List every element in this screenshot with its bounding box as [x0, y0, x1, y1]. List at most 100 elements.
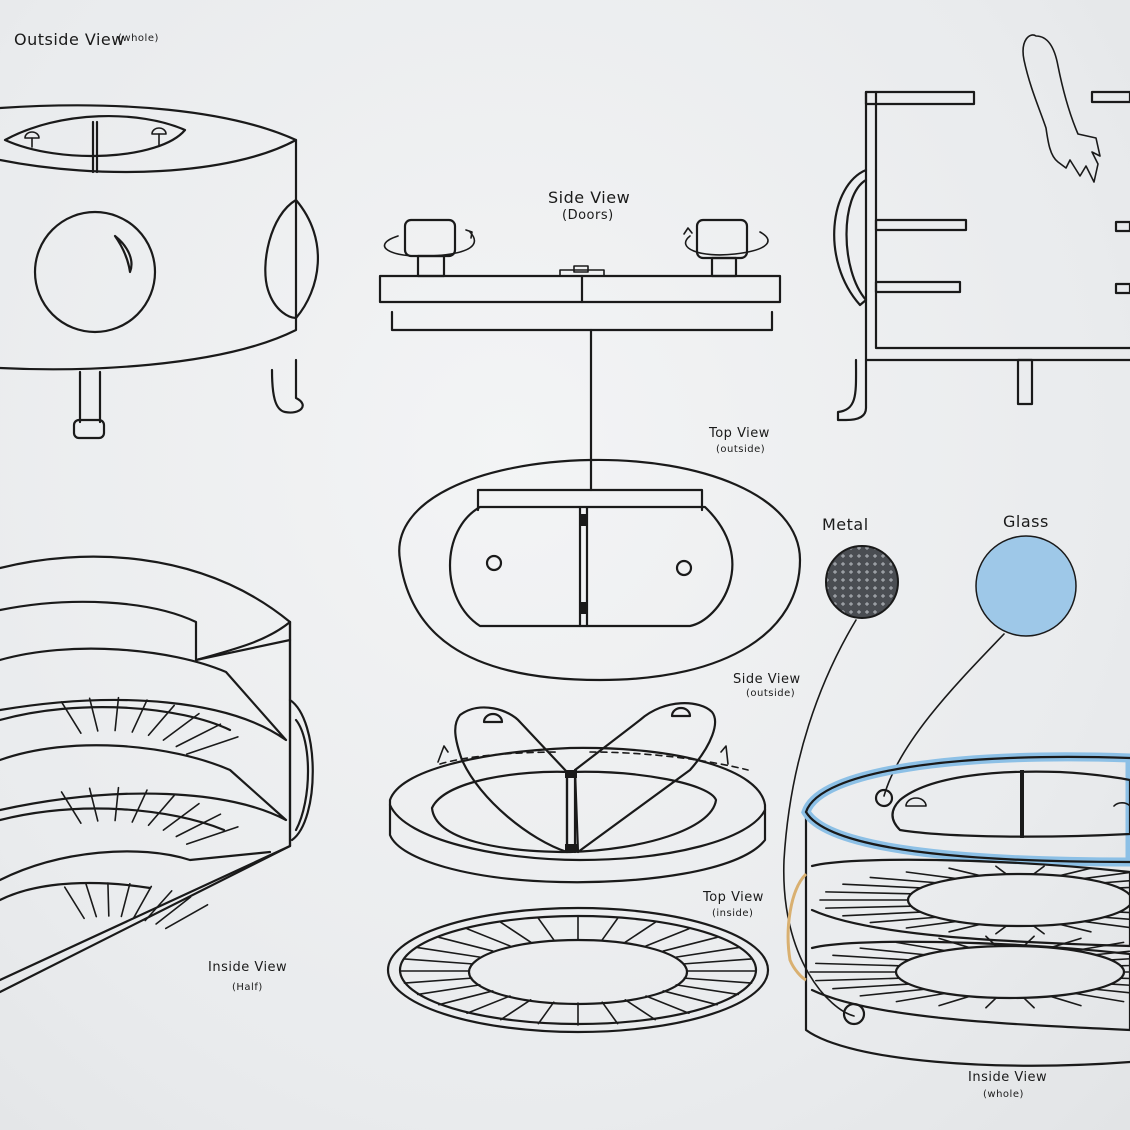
half-shelf-slat: [185, 826, 239, 845]
ring-spoke: [645, 995, 690, 1015]
ring-spoke: [675, 984, 740, 996]
shelf-spoke: [1022, 997, 1035, 1009]
shelf-spoke: [985, 935, 998, 947]
shelf-spoke: [1073, 941, 1125, 952]
shelf-spoke: [1094, 988, 1130, 994]
half-shelf-slat: [175, 813, 222, 838]
ring-spoke: [403, 977, 473, 984]
ring-spoke: [624, 921, 657, 943]
ring-spoke: [499, 921, 532, 943]
shelf-spoke: [1032, 865, 1045, 875]
half-shelf-slat: [132, 885, 153, 919]
shelf-spoke: [895, 992, 947, 1003]
ring-spoke: [416, 946, 481, 958]
ring-spoke: [624, 999, 657, 1021]
inside-view-half-sublabel: (Half): [232, 982, 263, 993]
half-shelf-slat: [155, 896, 192, 925]
outside-view-sublabel: (whole): [118, 33, 159, 44]
shelf-spoke: [1082, 920, 1130, 929]
shelf-spoke: [825, 905, 913, 909]
metal-label: Metal: [822, 515, 869, 534]
ring-spoke: [438, 990, 494, 1006]
side-view-outside-sublabel: (outside): [746, 688, 796, 699]
metal-swatch: [825, 545, 899, 619]
shelf-spoke: [859, 988, 926, 997]
ring-spoke: [537, 917, 555, 941]
shelf-spoke: [832, 954, 910, 961]
ring-spoke: [683, 977, 753, 984]
material-swatches: [783, 535, 1077, 1017]
shelf-spoke: [1049, 937, 1082, 949]
glass-label: Glass: [1003, 512, 1049, 531]
glass-swatch: [975, 535, 1077, 637]
half-shelf-slat: [147, 794, 175, 827]
top-view-outside-drawing: [398, 458, 802, 682]
shelf-spoke: [905, 920, 958, 929]
side-view-outside-drawing: [388, 702, 767, 884]
shelf-spoke: [1094, 950, 1130, 956]
shelf-spoke: [1032, 925, 1045, 935]
inside-view-half-drawing: [0, 555, 314, 994]
side-view-doors-drawing: [378, 218, 782, 492]
frame-side-drawing: [833, 34, 1130, 422]
ring-spoke: [662, 936, 718, 952]
half-shelf-slat: [114, 696, 120, 732]
half-shelf-slat: [85, 883, 98, 918]
ring-spoke: [662, 990, 718, 1006]
shelf-spoke: [869, 916, 937, 924]
shelf-spoke: [1110, 957, 1130, 961]
ring-spoke: [466, 927, 511, 947]
half-shelf-slat: [60, 791, 82, 824]
shelf-spoke: [1058, 867, 1092, 877]
shelf-spoke: [938, 995, 971, 1007]
shelf-spoke: [825, 891, 913, 895]
outside-view-label: Outside View: [14, 30, 125, 49]
shelf-spoke: [1110, 983, 1130, 987]
ring-spoke: [466, 995, 511, 1015]
shelf-spoke: [815, 977, 901, 982]
top-view-outside-label: Top View: [709, 426, 770, 441]
ring-spoke: [601, 917, 619, 941]
shelf-spoke: [1103, 879, 1130, 884]
side-view-doors-sublabel: (Doors): [562, 208, 614, 223]
shelf-spoke: [1049, 995, 1082, 1007]
inside-view-half-label: Inside View: [208, 960, 288, 975]
shelf-spoke: [995, 865, 1008, 875]
shelf-spoke: [985, 997, 998, 1009]
shelf-spoke: [948, 923, 982, 933]
half-shelf-slat: [63, 886, 85, 920]
ring-spoke: [645, 927, 690, 947]
shelf-spoke: [1082, 871, 1130, 880]
shelf-spoke: [1058, 923, 1092, 933]
ring-spoke: [601, 1001, 619, 1025]
top-view-inside-drawing: [386, 906, 770, 1034]
shelf-spoke: [859, 947, 926, 956]
shelf-spoke: [1118, 911, 1130, 914]
half-shelf-slat: [162, 712, 200, 741]
ring-spoke: [675, 946, 740, 958]
ring-spoke: [403, 958, 473, 965]
shelf-spoke: [1119, 964, 1130, 967]
half-shelf-slat: [131, 789, 148, 823]
shelf-spoke: [1103, 916, 1130, 921]
shelf-spoke: [938, 937, 971, 949]
half-shelf-slat: [175, 723, 222, 748]
top-view-inside-label: Top View: [703, 890, 764, 905]
half-shelf-slat: [107, 882, 110, 917]
shelf-spoke: [895, 941, 947, 952]
shelf-spoke: [948, 867, 982, 877]
half-shelf-slat: [144, 890, 173, 922]
inside-view-whole-label: Inside View: [968, 1070, 1048, 1085]
shelf-spoke: [1119, 977, 1130, 980]
shelf-spoke: [1022, 935, 1035, 947]
half-shelf-slat: [164, 903, 209, 930]
shelf-spoke: [842, 911, 922, 917]
half-shelf-slat: [60, 701, 82, 734]
half-shelf-slat: [88, 697, 99, 732]
half-shelf-slat: [114, 786, 120, 822]
ring-spoke: [683, 958, 753, 965]
shelf-spoke: [832, 983, 910, 990]
top-view-outside-sublabel: (outside): [716, 444, 766, 455]
